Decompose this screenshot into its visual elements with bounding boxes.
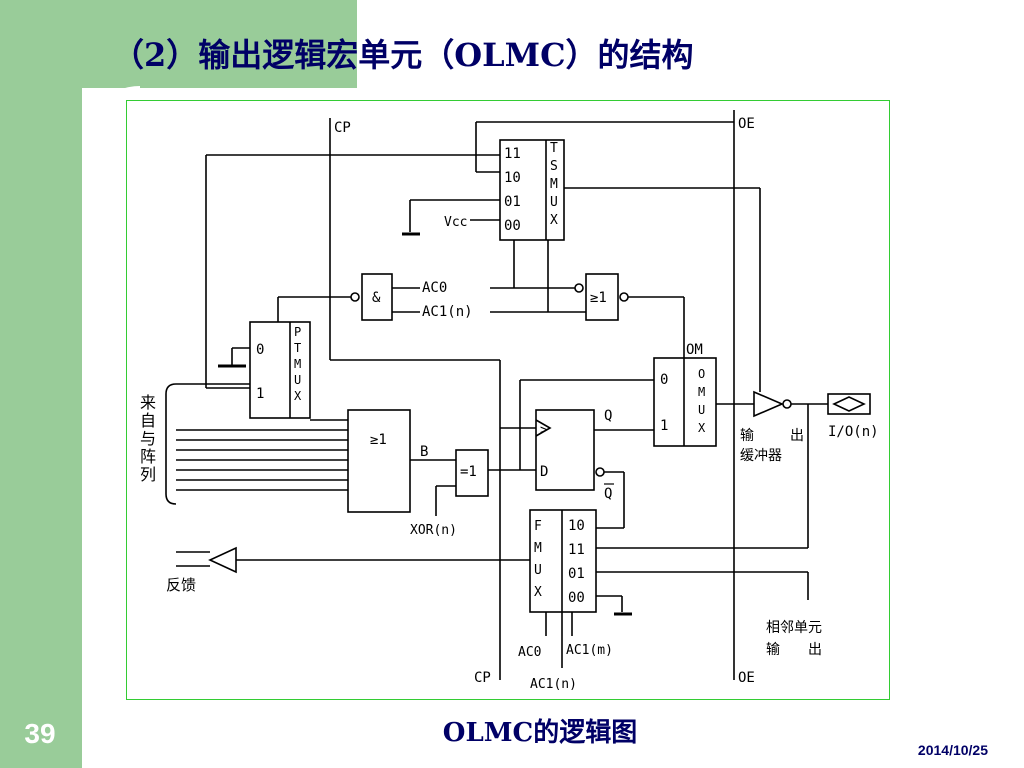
tsmux-name-u: U — [550, 195, 558, 210]
xor-n-label: XOR(n) — [410, 523, 457, 538]
fmux-ac0-label: AC0 — [518, 645, 541, 660]
fmux-name-m: M — [534, 541, 542, 556]
ptmux-name-p: P — [294, 325, 301, 339]
omux-name-m: M — [698, 385, 705, 399]
fmux-input-01: 01 — [568, 566, 585, 582]
tsmux-name-t: T — [550, 141, 558, 156]
tsmux-name-s: S — [550, 159, 558, 174]
or-small-symbol: ≥1 — [590, 290, 607, 306]
b-signal-label: B — [420, 444, 428, 460]
fmux-ac1m-label: AC1(m) — [566, 643, 613, 658]
xor-gate-symbol: =1 — [460, 464, 477, 480]
tsmux-name-m: M — [550, 177, 558, 192]
fmux-input-10: 10 — [568, 518, 585, 534]
from-and-array-char-5: 列 — [140, 465, 156, 484]
slide-top-band — [82, 0, 357, 88]
feedback-label: 反馈 — [166, 576, 196, 594]
dff-clock-symbol: > — [540, 423, 548, 438]
from-and-array-char-1: 来 — [140, 393, 156, 412]
slide-date: 2014/10/25 — [917, 742, 988, 758]
neighbor-output-label-1: 相邻单元 — [766, 620, 822, 636]
from-and-array-char-3: 与 — [140, 429, 156, 448]
fmux-ac1n-label: AC1(n) — [530, 677, 577, 692]
om-label: OM — [686, 342, 703, 358]
qbar-label: Q — [604, 486, 612, 502]
output-buffer-label-1: 输 — [740, 428, 754, 444]
slide-sidebar-band — [0, 0, 82, 768]
and-gate-symbol: & — [372, 290, 381, 306]
ptmux-name-u: U — [294, 373, 301, 387]
fmux-name-f: F — [534, 519, 542, 534]
ptmux-name-t: T — [294, 341, 301, 355]
ptmux-input-0: 0 — [256, 342, 264, 358]
ptmux-name-m: M — [294, 357, 301, 371]
fmux-name-x: X — [534, 585, 542, 600]
omux-input-1: 1 — [660, 418, 668, 434]
oe-top-label: OE — [738, 116, 755, 132]
ptmux-input-1: 1 — [256, 386, 264, 402]
ac0-label: AC0 — [422, 280, 447, 296]
tsmux-name-x: X — [550, 213, 558, 228]
ptmux-name-x: X — [294, 389, 302, 403]
oe-bottom-label: OE — [738, 670, 755, 686]
vcc-label: Vcc — [444, 215, 467, 230]
omux-name-o: O — [698, 367, 705, 381]
neighbor-output-label-2: 输 出 — [766, 642, 822, 658]
dff-d-label: D — [540, 464, 548, 480]
slide-title: （2）输出逻辑宏单元（OLMC）的结构 — [112, 36, 694, 74]
tsmux-input-01: 01 — [504, 194, 521, 210]
omux-input-0: 0 — [660, 372, 668, 388]
from-and-array-char-4: 阵 — [140, 447, 156, 466]
omux-name-u: U — [698, 403, 705, 417]
q-label: Q — [604, 408, 612, 424]
fmux-input-11: 11 — [568, 542, 585, 558]
cp-bottom-label: CP — [474, 670, 491, 686]
or-big-symbol: ≥1 — [370, 432, 387, 448]
from-and-array-char-2: 自 — [140, 411, 156, 430]
tsmux-input-10: 10 — [504, 170, 521, 186]
fmux-input-00: 00 — [568, 590, 585, 606]
diagram-caption: OLMC的逻辑图 — [442, 718, 638, 748]
ac1n-label: AC1(n) — [422, 304, 473, 320]
omux-name-x: X — [698, 421, 706, 435]
io-pin-label: I/O(n) — [828, 424, 879, 440]
tsmux-input-11: 11 — [504, 146, 521, 162]
output-buffer-label-3: 缓冲器 — [740, 448, 782, 464]
tsmux-input-00: 00 — [504, 218, 521, 234]
output-buffer-label-2: 出 — [790, 428, 804, 444]
page-number: 39 — [24, 718, 56, 749]
cp-top-label: CP — [334, 120, 351, 136]
fmux-name-u: U — [534, 563, 542, 578]
